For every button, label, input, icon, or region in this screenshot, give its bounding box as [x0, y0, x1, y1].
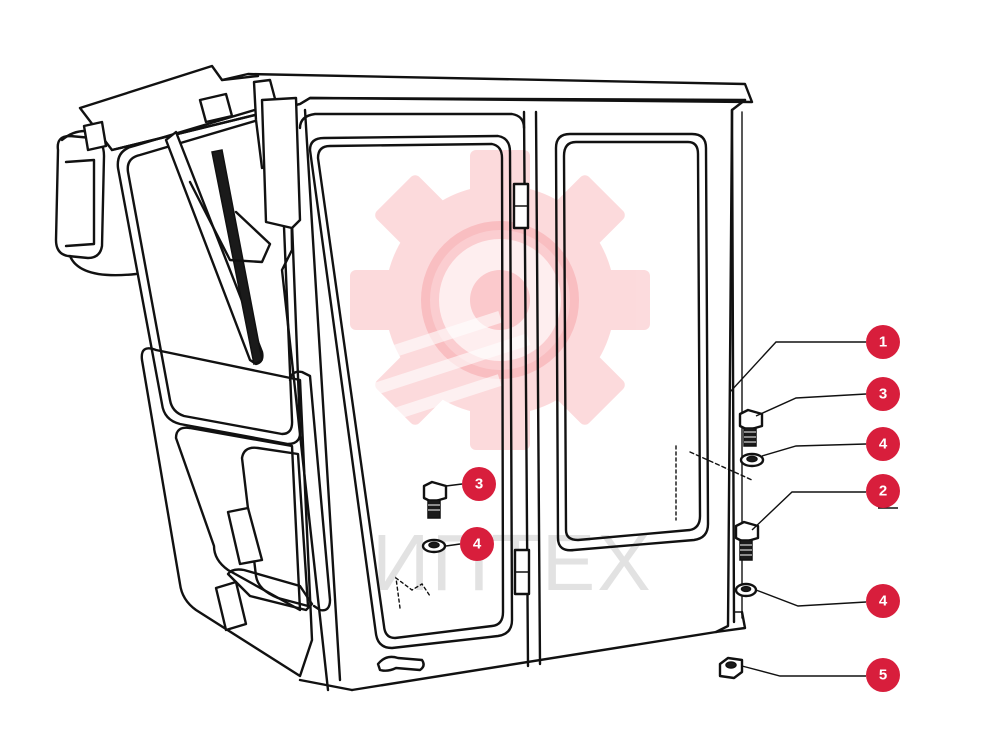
callout-circle [460, 527, 494, 561]
callout-4-right-lower: 4 [866, 584, 900, 618]
callout-circle [866, 474, 900, 508]
callout-5: 5 [866, 658, 900, 692]
leader-lines [445, 341, 898, 677]
washer-lower [734, 582, 758, 598]
callout-label: 3 [879, 386, 887, 403]
callout-circle [866, 325, 900, 359]
bolt-lower [734, 520, 760, 561]
nut [718, 656, 744, 680]
fasteners [421, 408, 765, 680]
callout-circle [866, 584, 900, 618]
callout-circle [866, 377, 900, 411]
callout-label: 4 [879, 436, 888, 453]
callout-circle [462, 467, 496, 501]
callout-4-left: 4 [460, 527, 494, 561]
callout-label: 3 [475, 476, 483, 493]
cab-body [54, 64, 754, 692]
callout-circle [866, 658, 900, 692]
bolt-left [422, 480, 448, 519]
callout-label: 4 [473, 536, 482, 553]
callout-3-right: 3 [866, 377, 900, 411]
callout-2: 2 [866, 474, 900, 508]
callout-label: 5 [879, 667, 887, 684]
callout-label: 2 [879, 483, 887, 500]
callout-circle [866, 427, 900, 461]
callout-label: 4 [879, 593, 888, 610]
callout-4-right-upper: 4 [866, 427, 900, 461]
washer-left [421, 538, 447, 554]
callout-3-left: 3 [462, 467, 496, 501]
callout-label: 1 [879, 334, 887, 351]
washer-upper [739, 452, 765, 468]
callout-markers: 1 3 4 2 4 5 3 4 [460, 325, 900, 692]
bolt-upper [738, 408, 764, 447]
callout-1: 1 [866, 325, 900, 359]
